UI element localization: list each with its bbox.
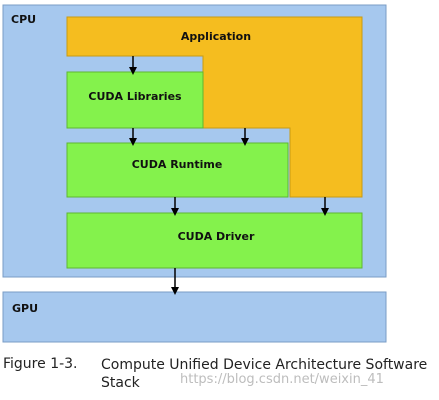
figure-caption: Figure 1-3. Compute Unified Device Archi…: [0, 356, 439, 400]
cuda-driver-label: CUDA Driver: [178, 230, 255, 243]
application-layer: [66, 16, 363, 198]
cuda-libraries-layer: [66, 71, 204, 129]
cpu-label: CPU: [11, 13, 36, 26]
cuda-runtime-label: CUDA Runtime: [132, 158, 223, 171]
application-label: Application: [181, 30, 251, 43]
cuda-libraries-label: CUDA Libraries: [88, 90, 182, 103]
gpu-region: [2, 291, 387, 343]
figure-number: Figure 1-3.: [3, 356, 78, 372]
cuda-stack-diagram: CPU Application CUDA Libraries CUDA Runt…: [2, 4, 387, 343]
watermark-text: https://blog.csdn.net/weixin_41: [180, 372, 384, 387]
gpu-label: GPU: [12, 302, 38, 315]
figure-title: Compute Unified Device Architecture Soft…: [101, 357, 428, 391]
cuda-driver-layer: [66, 212, 363, 269]
cuda-runtime-layer: [66, 142, 289, 198]
